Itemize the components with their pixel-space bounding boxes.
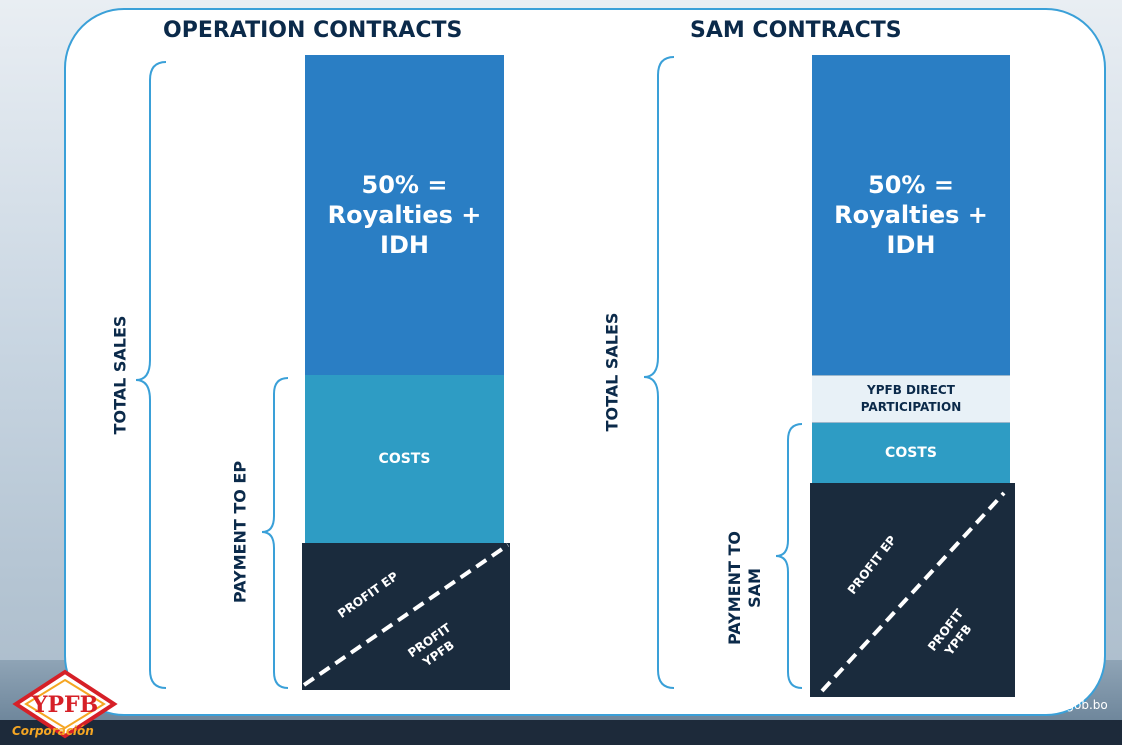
right-total-sales-label: TOTAL SALES [602,312,622,432]
right-royalties-line2: Royalties + IDH [834,201,988,259]
left-royalties-line2: Royalties + IDH [327,201,482,259]
left-total-sales-label: TOTAL SALES [110,315,130,435]
right-direct-participation-segment: YPFB DIRECT PARTICIPATION [812,375,1010,423]
right-payment-label: PAYMENT TO SAM [725,531,765,645]
left-profit-divider [302,543,510,687]
right-direct-line1: YPFB DIRECT [867,383,955,397]
svg-text:YPFB: YPFB [31,692,98,718]
right-costs-label: COSTS [885,445,937,461]
right-royalties-segment: 50% =Royalties + IDH [812,55,1010,375]
left-total-sales-brace [135,61,167,689]
website-url: ypfb.gob.bo [1036,698,1108,712]
left-costs-label: COSTS [378,451,431,467]
left-payment-label: PAYMENT TO EP [230,460,250,604]
right-profit-divider [820,491,1006,693]
sam-contracts-title: SAM CONTRACTS [690,18,902,43]
ypfb-logo: YPFB [12,669,118,739]
right-costs-segment: COSTS [812,423,1010,483]
left-costs-segment: COSTS [305,375,504,543]
corporation-label: Corporación [12,724,94,738]
left-payment-brace [261,377,289,689]
left-profit-segment: PROFIT EP PROFIT YPFB [302,543,510,690]
operation-contracts-title: OPERATION CONTRACTS [163,18,463,43]
right-profit-segment: PROFIT EP PROFIT YPFB [810,483,1015,697]
left-royalties-line1: 50% = [361,171,448,199]
right-total-sales-brace [643,56,675,689]
right-payment-line1: PAYMENT TO [725,531,744,645]
footer-strip [0,720,1122,745]
right-royalties-line1: 50% = [868,171,954,199]
left-royalties-segment: 50% =Royalties + IDH [305,55,504,375]
right-direct-line2: PARTICIPATION [860,400,962,414]
right-payment-line2: SAM [745,568,764,608]
right-payment-brace [775,423,803,689]
